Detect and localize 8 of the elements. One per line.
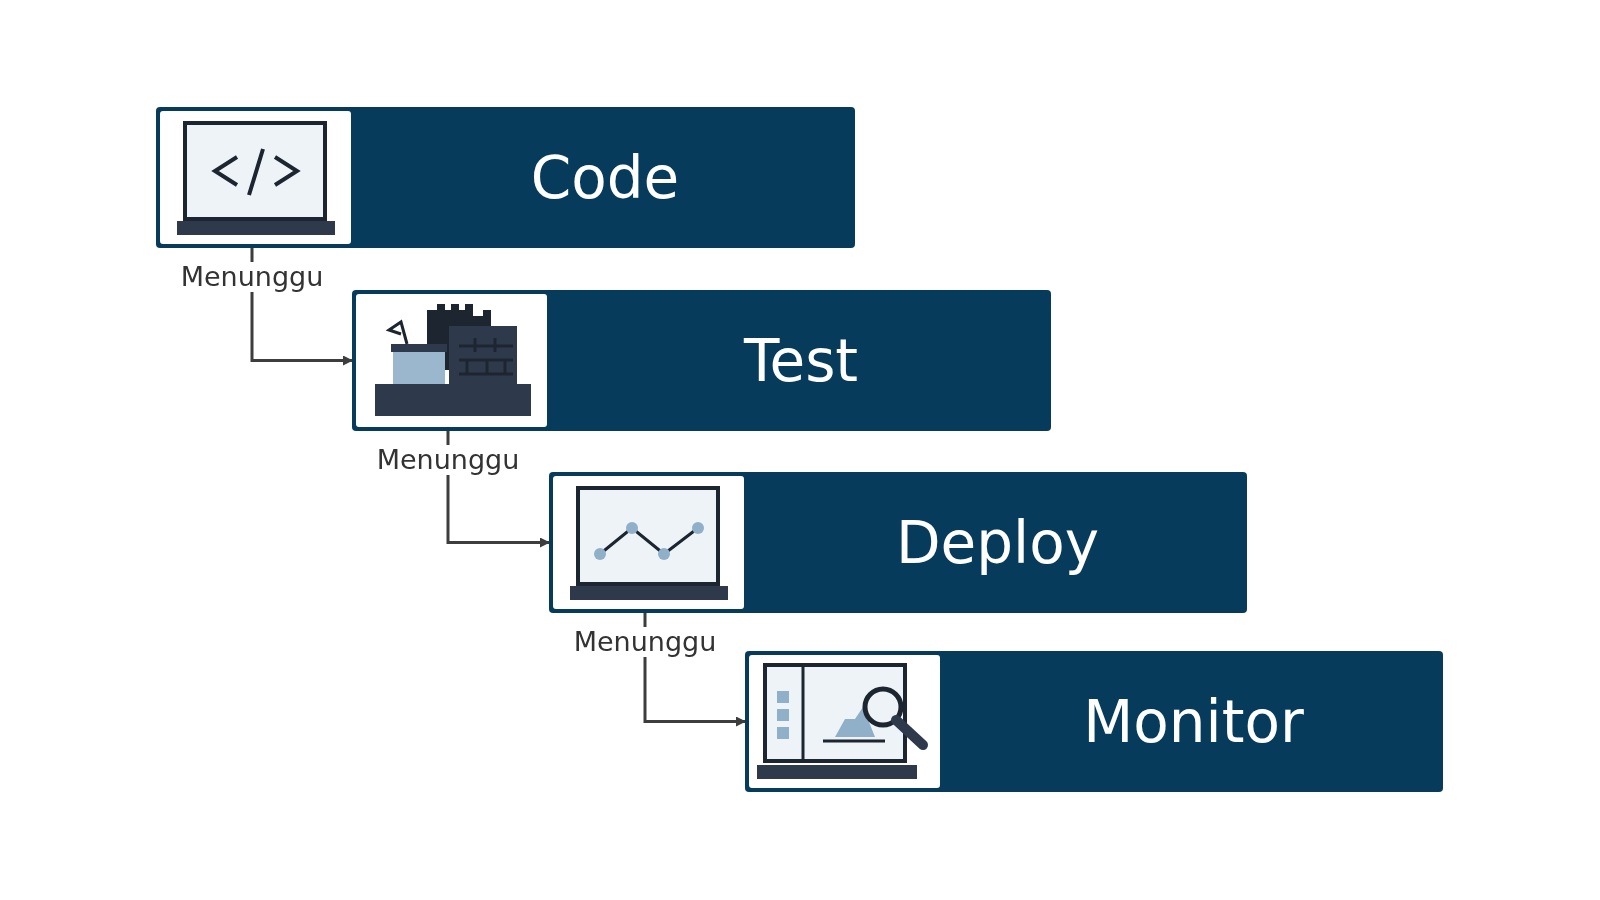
stage-title: Test bbox=[742, 325, 860, 397]
stage-title: Deploy bbox=[894, 507, 1101, 579]
stage-box bbox=[156, 107, 855, 248]
stage-box bbox=[549, 472, 1247, 613]
stage-box bbox=[352, 290, 1051, 431]
stage-title: Code bbox=[529, 142, 681, 214]
stage-title: Monitor bbox=[1082, 686, 1305, 758]
stage-box bbox=[745, 651, 1443, 792]
